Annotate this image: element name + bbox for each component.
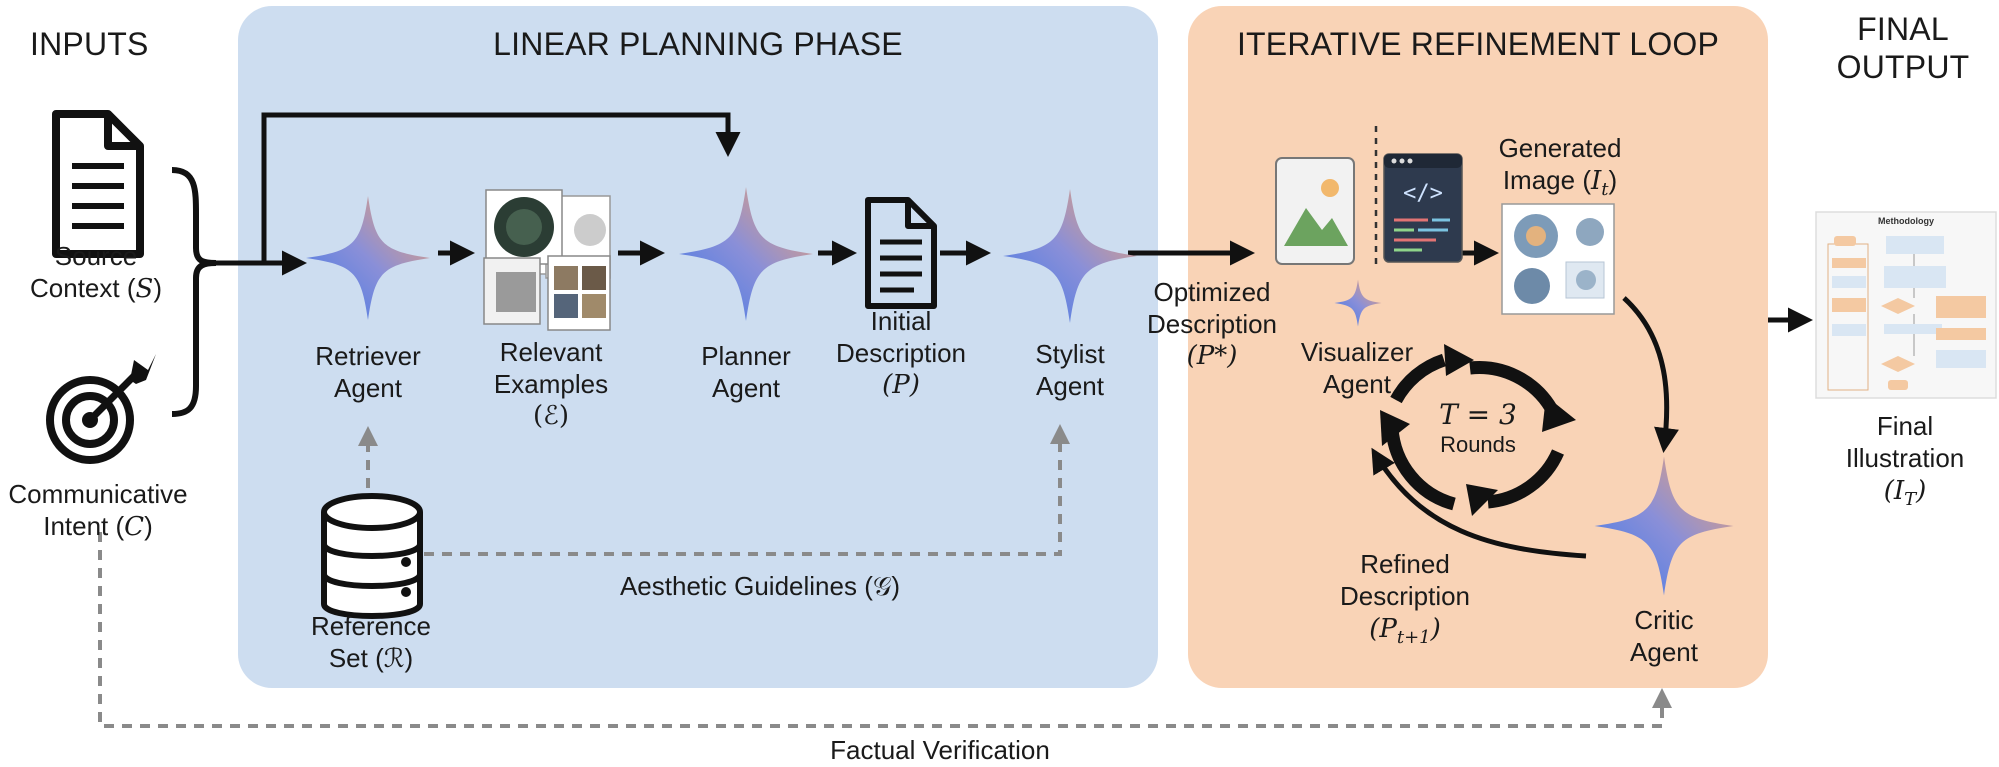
- target-icon: [46, 354, 156, 464]
- source-context-label: Source Context (S): [30, 241, 162, 304]
- source-document-icon: [52, 110, 144, 258]
- linear-phase-title: LINEAR PLANNING PHASE: [493, 26, 903, 62]
- stylist-agent-star-icon: [1003, 189, 1137, 323]
- critic-agent-star-icon: [1594, 456, 1734, 596]
- svg-text:</>: </>: [1403, 181, 1443, 206]
- reference-set-label: Reference Set (ℛ): [311, 611, 431, 674]
- image-icon: [1275, 157, 1355, 265]
- planner-agent-star-icon: [679, 187, 813, 321]
- generated-image-thumbnail: [1501, 203, 1615, 315]
- communicative-intent-label: Communicative Intent (C): [8, 479, 188, 542]
- visualizer-agent-star-icon: [1334, 279, 1382, 327]
- code-editor-icon: </>: [1383, 153, 1463, 263]
- iterative-loop-title: ITERATIVE REFINEMENT LOOP: [1236, 26, 1720, 62]
- final-thumbnail-title: Methodology: [1878, 216, 1934, 226]
- rounds-label: T = 3 Rounds: [1439, 398, 1517, 458]
- database-icon: [321, 493, 423, 619]
- iterative-refinement-panel: [1188, 6, 1768, 688]
- input-brace: [171, 167, 217, 417]
- retriever-agent-star-icon: [306, 196, 430, 320]
- aesthetic-guidelines-label: Aesthetic Guidelines (𝒢): [619, 571, 901, 602]
- factual-verification-label: Factual Verification: [830, 735, 1050, 765]
- examples-stack-icon: [483, 189, 611, 331]
- final-illustration-thumbnail: [1815, 211, 1997, 399]
- generated-image-label: Generated Image (It): [1498, 133, 1622, 201]
- inputs-title: INPUTS: [30, 26, 149, 62]
- final-output-title: FINAL OUTPUT: [1836, 11, 1970, 85]
- initial-description-document-icon: [865, 197, 937, 309]
